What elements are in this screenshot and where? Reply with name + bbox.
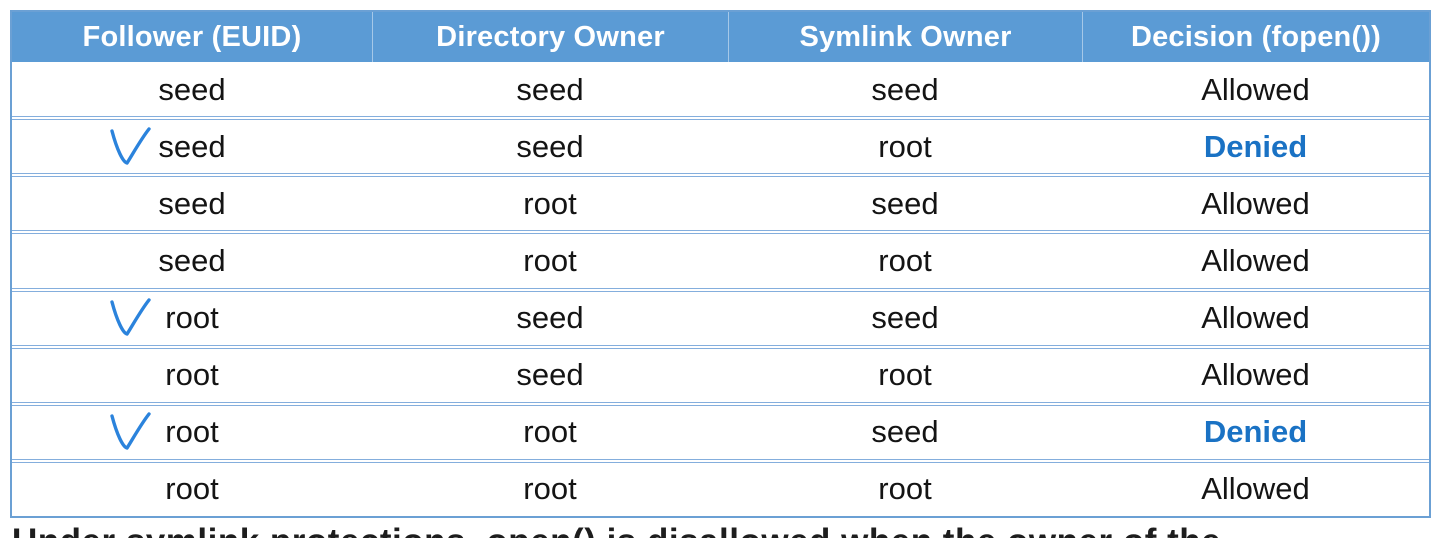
check-icon — [108, 297, 154, 339]
cell-symlink-owner: seed — [871, 300, 939, 336]
cell-follower: seed — [158, 185, 226, 221]
header-follower-euid: Follower (EUID) — [82, 20, 302, 53]
check-icon — [108, 411, 154, 453]
table-row: root seed seed Allowed — [12, 287, 1429, 345]
cell-follower: root — [165, 300, 219, 336]
cell-decision: Denied — [1203, 128, 1308, 164]
cell-symlink-owner: root — [878, 242, 932, 278]
header-decision-fopen: Decision (fopen()) — [1082, 12, 1429, 62]
cell-decision: Allowed — [1201, 242, 1310, 278]
cell-directory-owner: seed — [516, 300, 584, 336]
cell-decision: Allowed — [1201, 185, 1310, 221]
table-row: root root seed Denied — [12, 401, 1429, 459]
cell-follower: root — [165, 414, 219, 450]
check-icon — [108, 126, 154, 168]
cell-follower: seed — [158, 128, 226, 164]
cell-decision: Allowed — [1201, 471, 1310, 507]
cell-follower: seed — [158, 242, 226, 278]
cell-follower: root — [165, 471, 219, 507]
cell-symlink-owner: seed — [871, 414, 939, 450]
cell-symlink-owner: seed — [871, 185, 939, 221]
cell-symlink-owner: root — [878, 128, 932, 164]
cell-symlink-owner: root — [878, 471, 932, 507]
cell-directory-owner: root — [523, 242, 577, 278]
cell-decision: Denied — [1203, 414, 1308, 450]
symlink-decision-table: Follower (EUID) Directory Owner Symlink … — [10, 10, 1431, 518]
table-header-row: Follower (EUID) Directory Owner Symlink … — [12, 12, 1429, 62]
cell-decision: Allowed — [1201, 300, 1310, 336]
table-body: seed seed seed Allowed seed seed root De… — [12, 62, 1429, 516]
cell-follower: seed — [158, 71, 226, 107]
header-symlink-owner: Symlink Owner — [728, 12, 1082, 62]
cell-directory-owner: root — [523, 185, 577, 221]
cell-decision: Allowed — [1201, 357, 1310, 393]
cell-directory-owner: seed — [516, 71, 584, 107]
cell-decision: Allowed — [1201, 71, 1310, 107]
table-row: seed root seed Allowed — [12, 173, 1429, 231]
table-row: seed seed seed Allowed — [12, 62, 1429, 117]
table-row: seed seed root Denied — [12, 116, 1429, 174]
cell-directory-owner: root — [523, 471, 577, 507]
table-row: root root root Allowed — [12, 458, 1429, 516]
table-row: seed root root Allowed — [12, 230, 1429, 288]
cell-symlink-owner: seed — [871, 71, 939, 107]
cell-follower: root — [165, 357, 219, 393]
cell-symlink-owner: root — [878, 357, 932, 393]
cell-directory-owner: root — [523, 414, 577, 450]
cell-directory-owner: seed — [516, 128, 584, 164]
table-row: root seed root Allowed — [12, 344, 1429, 402]
header-directory-owner: Directory Owner — [372, 12, 728, 62]
caption-clipped: Under symlink protections, open() is dis… — [12, 523, 1440, 538]
cell-directory-owner: seed — [516, 357, 584, 393]
